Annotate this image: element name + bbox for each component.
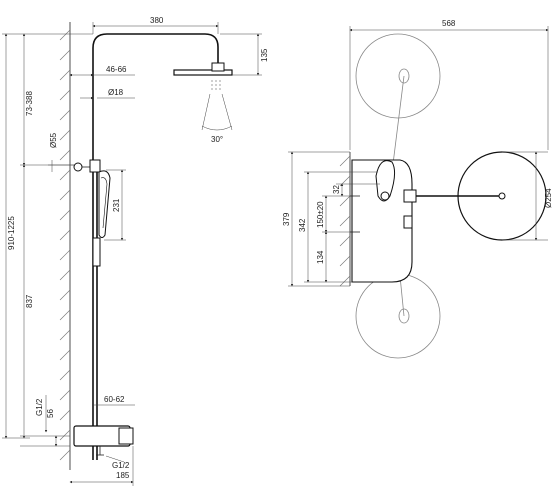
- dim-total-height: 910-1225: [7, 216, 16, 250]
- front-view: 30° 380 135 46-66 Ø18 910-1225 73-388 83…: [2, 16, 269, 486]
- dim-wall-height: 379: [282, 212, 291, 226]
- hand-shower: [98, 170, 111, 238]
- dim-inlet-height: 56: [46, 409, 55, 418]
- dim-arm-width: 380: [150, 16, 164, 25]
- shower-head: [173, 69, 233, 76]
- head-joint: [211, 62, 225, 72]
- dim-lower-height: 837: [25, 294, 34, 308]
- dim-inlet-spacing: 60-62: [104, 395, 125, 404]
- wall-hatching: [59, 29, 71, 461]
- dim-thread-left: G1/2: [35, 398, 44, 416]
- top-wall-hatching: [339, 155, 351, 287]
- dim-spacing: 150±20: [316, 201, 325, 228]
- dim-mixer-height: 342: [298, 218, 307, 232]
- dim-lower-offset: 134: [316, 250, 325, 264]
- dim-adjust-range-top: 73-388: [25, 91, 34, 116]
- ghost-head-top: [355, 33, 441, 119]
- dim-pipe-dia: Ø18: [108, 88, 124, 97]
- dim-spray-angle: 30°: [211, 135, 223, 144]
- dim-depth: 185: [116, 471, 130, 480]
- ghost-head-bottom: [355, 273, 441, 359]
- dim-small-offset: 32: [332, 185, 341, 194]
- dim-thread-bottom: G1/2: [112, 461, 130, 470]
- spray-cone: [201, 80, 233, 131]
- dim-arm-adjust: 46-66: [106, 65, 127, 74]
- top-mixer-body: [351, 159, 413, 283]
- dim-holder-length: 231: [112, 198, 121, 212]
- dim-overall-width: 568: [442, 19, 456, 28]
- dim-head-height: 135: [260, 48, 269, 62]
- dim-head-dia: Ø254: [544, 188, 553, 208]
- mixer-bar: [73, 425, 134, 456]
- top-hand-shower: [375, 160, 396, 202]
- riser-pipe: [92, 33, 219, 460]
- top-view: 568 379 342 32: [282, 19, 553, 359]
- shower-holder: [92, 237, 101, 267]
- dim-handle-dia: Ø55: [49, 132, 58, 148]
- slider-knob: [73, 159, 101, 173]
